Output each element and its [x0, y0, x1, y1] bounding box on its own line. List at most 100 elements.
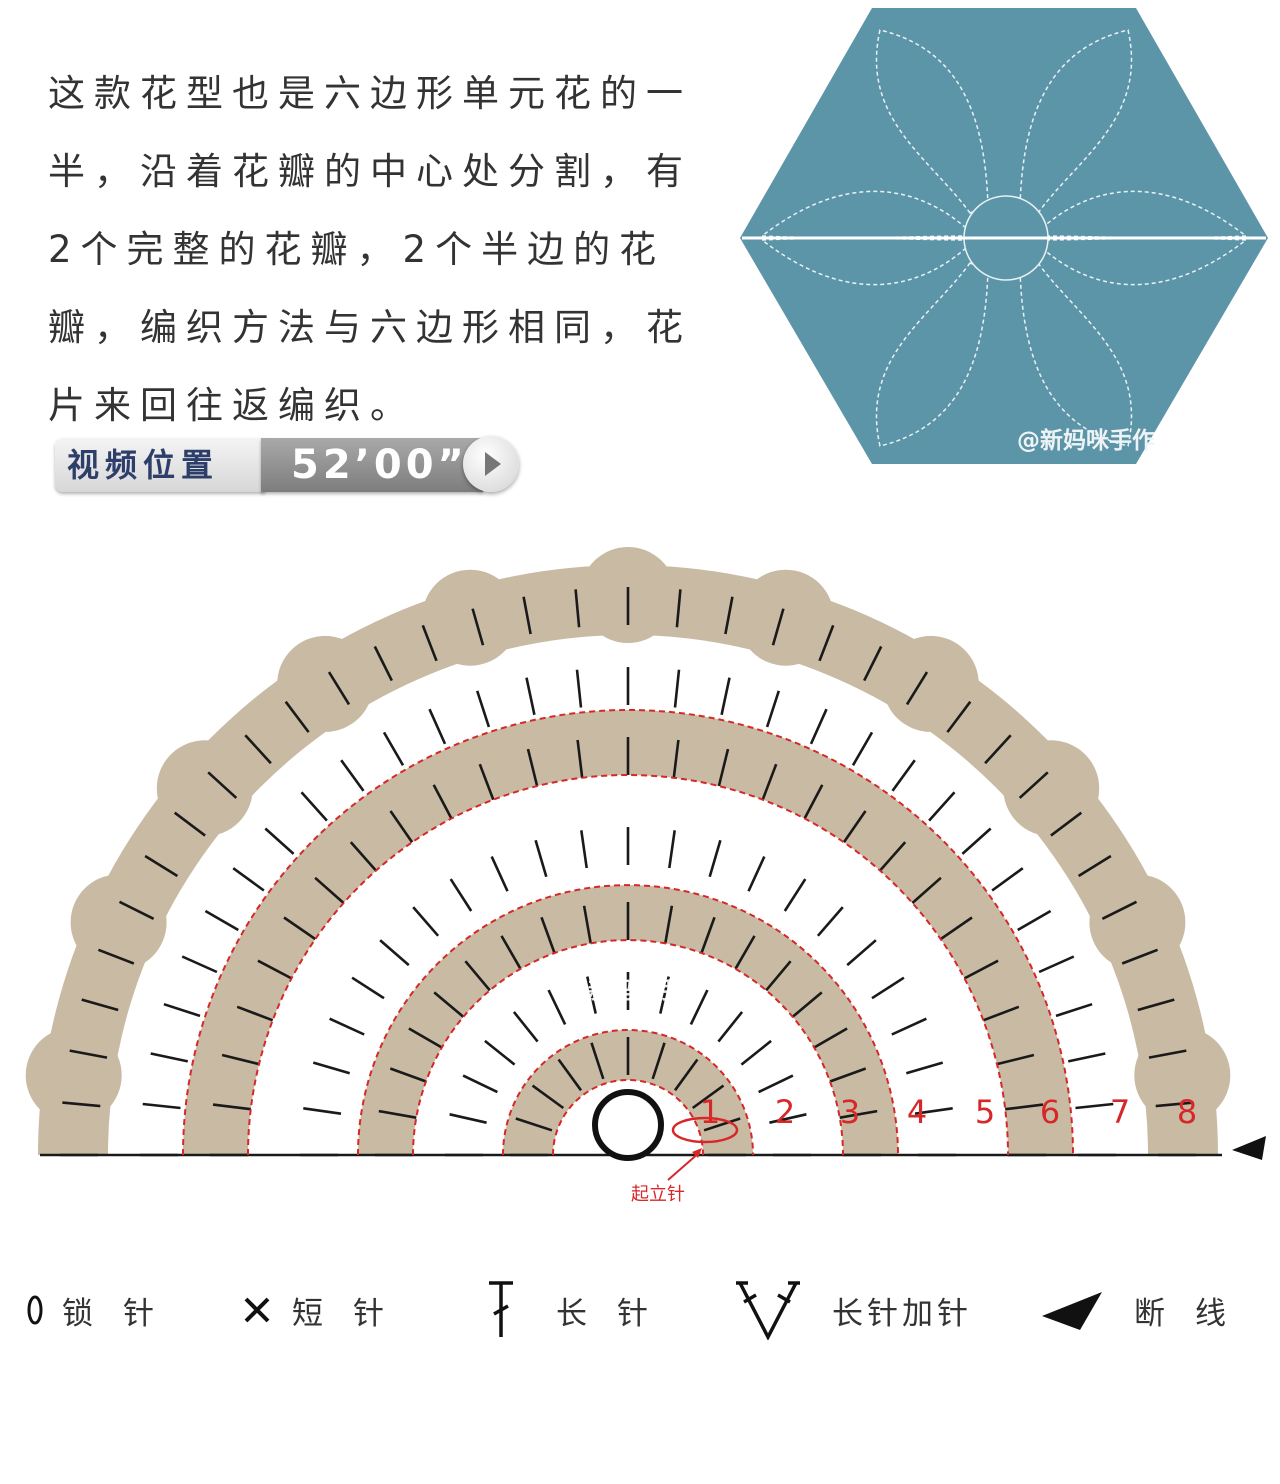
scallop — [70, 874, 167, 971]
play-icon[interactable] — [463, 436, 519, 492]
video-time: 52’00” — [291, 442, 468, 488]
double-crochet-stitch — [62, 1101, 101, 1108]
double-crochet-stitch — [576, 739, 584, 778]
double-crochet-increase-icon — [736, 1281, 800, 1340]
double-crochet-stitch — [471, 608, 485, 646]
double-crochet-stitch — [408, 1027, 443, 1049]
row-band — [183, 710, 1073, 1155]
double-crochet-stitch — [150, 1052, 189, 1063]
double-crochet-stitch — [389, 1067, 427, 1083]
double-crochet-stitch — [809, 708, 828, 745]
double-crochet-stitch — [703, 1117, 741, 1132]
double-crochet-stitch — [963, 959, 999, 980]
guide-arc — [502, 1029, 754, 1156]
double-crochet-stitch — [689, 989, 709, 1025]
legend-label-chain: 锁针 — [62, 1295, 184, 1332]
row-number: 2 — [775, 1093, 795, 1131]
double-crochet-stitch — [464, 960, 491, 992]
double-crochet-stitch — [758, 1074, 794, 1094]
video-label-box: 视频位置 — [55, 438, 265, 492]
double-crochet-stitch — [818, 624, 835, 662]
double-crochet-stitch — [303, 1107, 342, 1115]
double-crochet-stitch — [433, 991, 465, 1018]
double-crochet-stitch — [221, 1053, 260, 1066]
double-crochet-stitch — [891, 1017, 927, 1036]
double-crochet-stitch — [349, 841, 377, 872]
video-position-badge[interactable]: 视频位置 52’00” — [55, 436, 519, 496]
row-number: 1 — [700, 1093, 720, 1131]
double-crochet-stitch — [81, 998, 119, 1012]
double-crochet-stitch — [327, 671, 351, 706]
double-crochet-stitch — [378, 1109, 417, 1119]
double-crochet-stitch — [717, 1011, 744, 1043]
double-crochet-stitch — [181, 955, 218, 974]
intro-text: 这款花型也是六边形单元花的一 半，沿着花瓣的中心处分割，有 2个完整的花瓣，2个… — [48, 55, 698, 445]
double-crochet-stitch — [142, 1102, 181, 1110]
double-crochet-stitch — [540, 916, 556, 954]
double-crochet-stitch — [961, 827, 992, 855]
double-crochet-stitch — [329, 1017, 365, 1036]
double-crochet-stitch — [1075, 1102, 1114, 1110]
double-crochet-stitch — [490, 856, 509, 892]
hexagon-svg: @新妈咪手作 — [740, 8, 1268, 464]
row-number: 3 — [840, 1093, 860, 1131]
double-crochet-stitch — [531, 1084, 565, 1110]
double-crochet-stitch — [449, 878, 473, 912]
legend-label-fasten-off: 断线 — [1134, 1295, 1256, 1332]
double-crochet-stitch — [1155, 1101, 1194, 1108]
double-crochet-stitch — [428, 708, 447, 745]
double-crochet-stitch — [829, 1067, 867, 1083]
hexagon-watermark: @新妈咪手作 — [1017, 427, 1155, 454]
double-crochet-stitch — [914, 1107, 953, 1115]
double-crochet-stitch — [586, 976, 597, 1014]
start-arrow-head — [692, 1148, 702, 1158]
double-crochet-stitch — [284, 700, 310, 733]
guide-arc — [552, 1079, 704, 1156]
double-crochet-stitch — [373, 645, 393, 682]
double-crochet-stitch — [911, 876, 942, 904]
double-crochet-stitch — [664, 905, 674, 944]
row-band — [358, 885, 898, 1155]
double-crochet-stitch — [432, 784, 453, 820]
double-crochet-stitch — [724, 596, 734, 635]
double-crochet-stitch — [314, 876, 345, 904]
double-crochet-stitch — [734, 935, 756, 970]
double-crochet-stitch — [708, 839, 722, 878]
double-crochet-stitch — [462, 1074, 498, 1094]
double-crochet-stitch — [257, 959, 293, 980]
guide-arc — [357, 884, 899, 1156]
double-crochet-stitch — [1148, 1049, 1187, 1059]
hexagon-illustration: @新妈咪手作 — [740, 8, 1268, 472]
double-crochet-stitch — [747, 856, 766, 892]
row-band — [503, 1030, 753, 1155]
row-number: 6 — [1040, 1093, 1060, 1131]
double-crochet-stitch — [842, 810, 867, 844]
row-number: 7 — [1110, 1093, 1130, 1131]
double-crochet-stitch — [118, 900, 155, 920]
double-crochet-stitch — [720, 677, 731, 716]
double-crochet-stitch — [675, 589, 682, 628]
fasten-off-icon — [1042, 1292, 1102, 1330]
double-crochet-stitch — [765, 960, 792, 992]
double-crochet-stitch — [946, 700, 972, 733]
double-crochet-stitch — [379, 939, 410, 967]
center-ring — [592, 1089, 664, 1161]
double-crochet-stitch — [484, 1039, 516, 1066]
double-crochet-stitch — [212, 1103, 251, 1111]
double-crochet-stitch — [996, 1053, 1035, 1066]
double-crochet-stitch — [534, 839, 548, 878]
double-crochet-stitch — [765, 690, 781, 728]
double-crochet-stitch — [475, 690, 491, 728]
start-arrow — [667, 1151, 701, 1181]
petal — [1019, 29, 1133, 214]
double-crochet-stitch — [512, 1011, 539, 1043]
double-crochet-stitch — [582, 905, 592, 944]
double-crochet-stitch — [1005, 1103, 1044, 1111]
scallop — [277, 635, 374, 732]
double-crochet-stitch — [300, 791, 328, 822]
scallop-edge — [25, 547, 1231, 1124]
double-crochet-stitch — [1055, 1002, 1093, 1018]
double-crochet-stitch — [783, 878, 807, 912]
double-crochet-stitch — [547, 989, 567, 1025]
